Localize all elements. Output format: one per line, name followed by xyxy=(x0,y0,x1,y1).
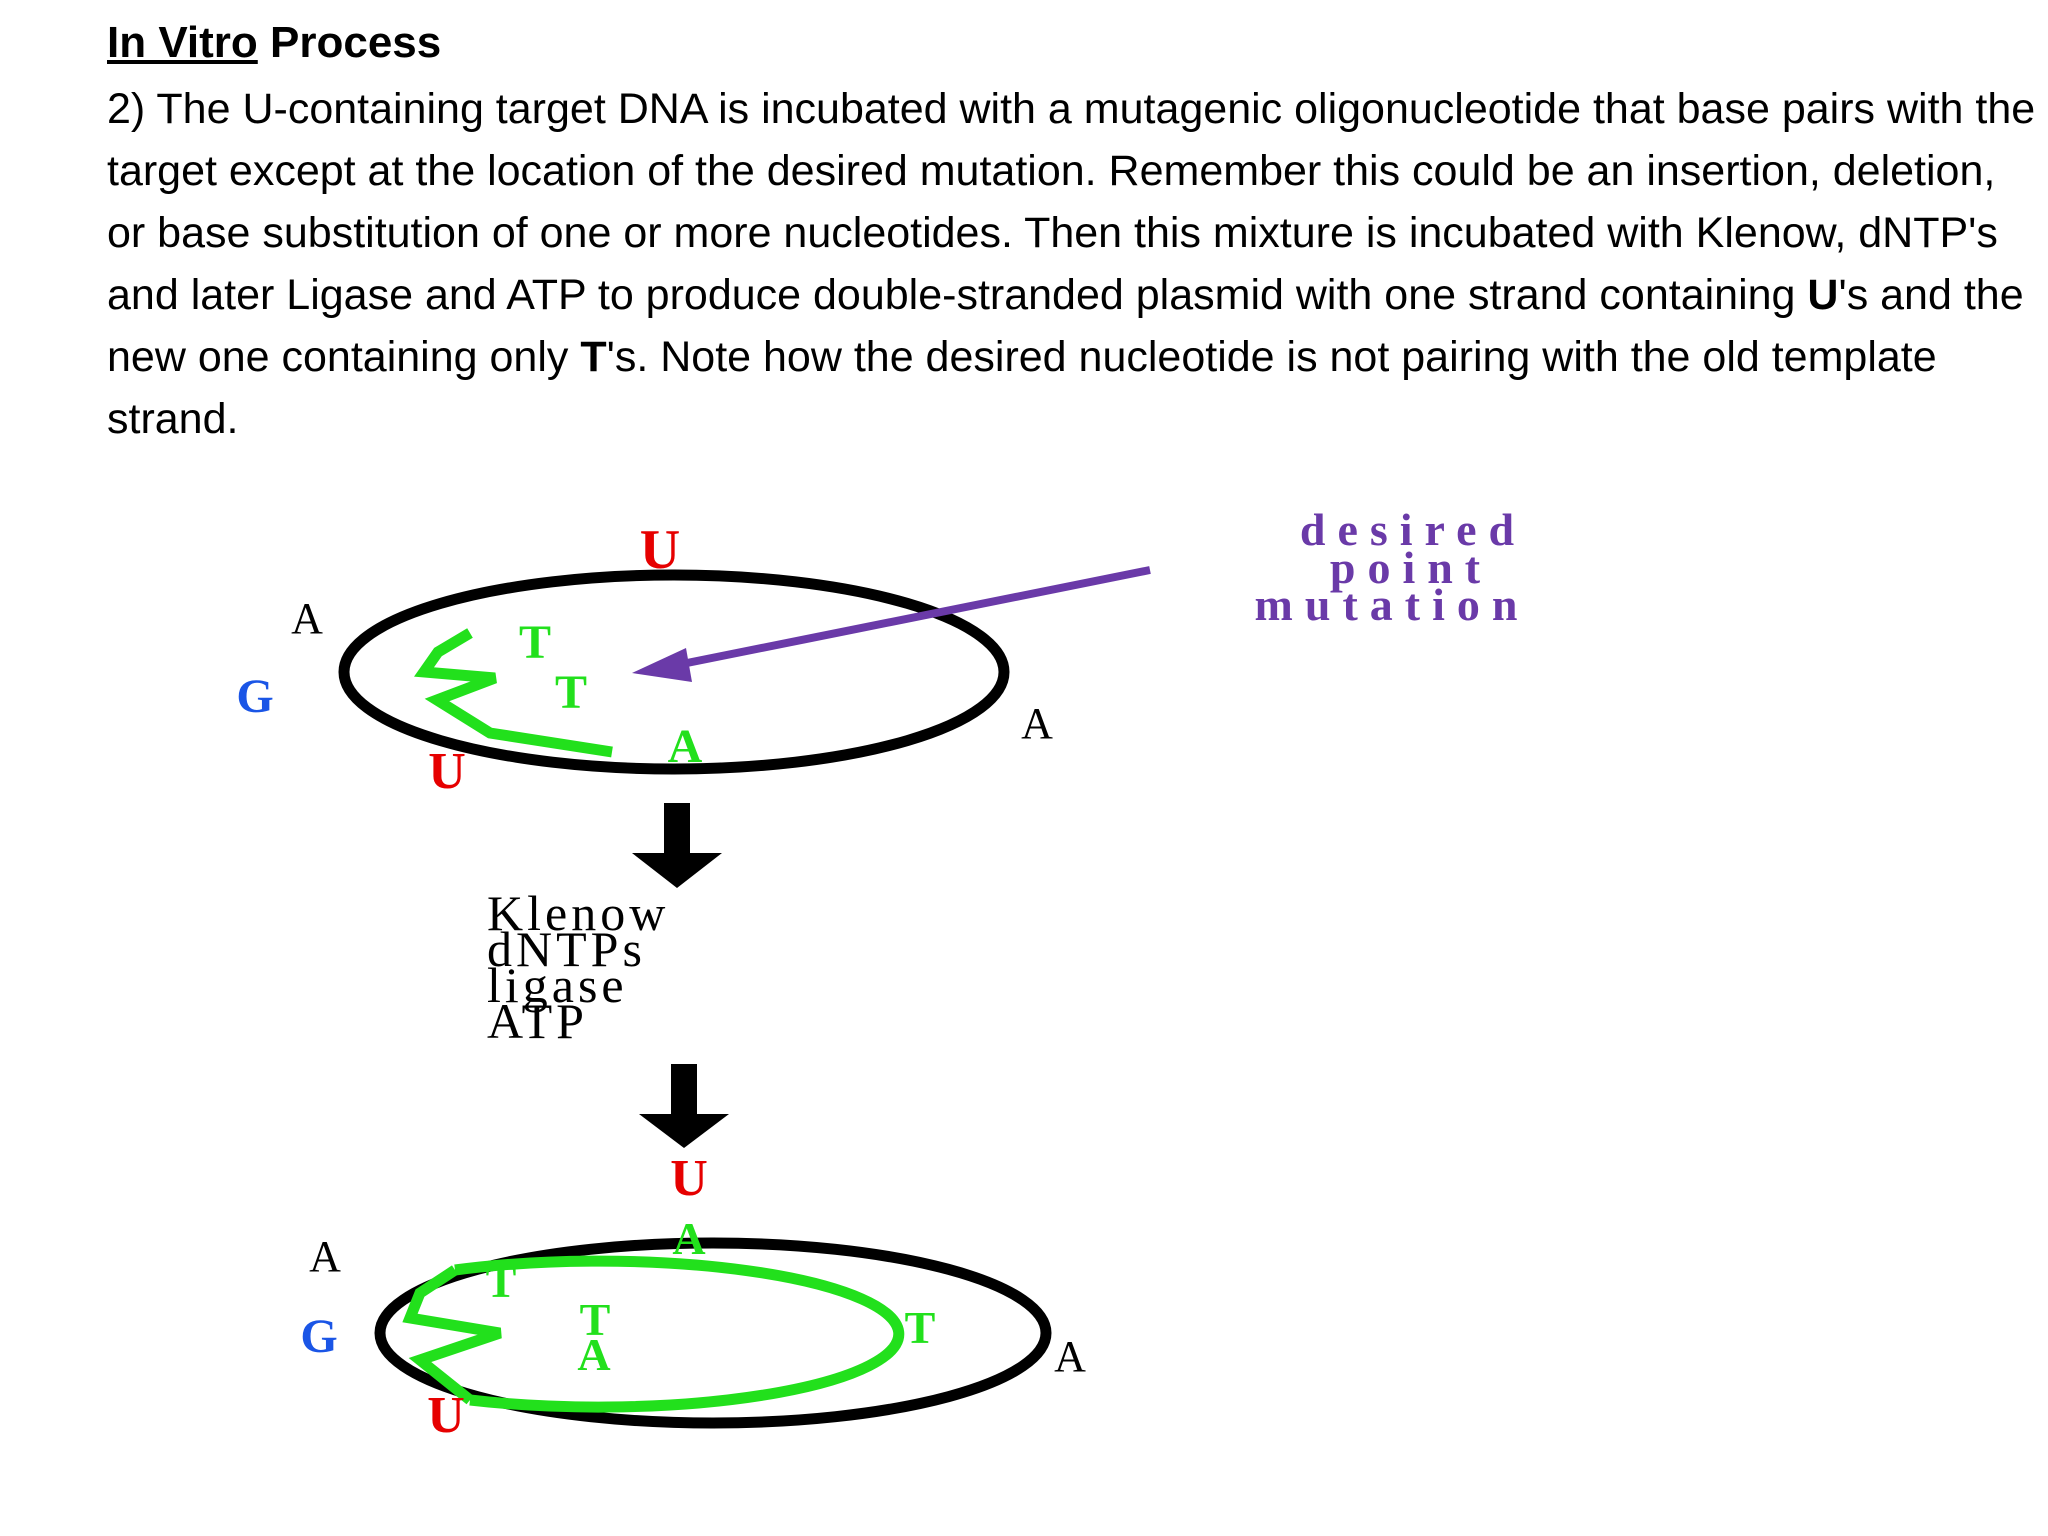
reagent-dntps: dNTPs xyxy=(487,921,646,977)
down-arrow-2 xyxy=(639,1064,729,1148)
top-label-a-right: A xyxy=(1021,699,1053,748)
top-label-u-bottom: U xyxy=(428,743,466,800)
top-label-g-left: G xyxy=(236,670,273,723)
top-plasmid-circle xyxy=(338,569,1010,775)
bottom-plasmid: U A A T G T A T A U xyxy=(300,1150,1086,1444)
top-label-t2: T xyxy=(555,666,587,719)
bottom-label-a-right: A xyxy=(1054,1332,1086,1381)
top-label-a-left: A xyxy=(291,594,323,643)
reagent-klenow: Klenow xyxy=(487,885,669,941)
annotation-line3: mutation xyxy=(1255,579,1530,630)
bottom-label-a-left: A xyxy=(309,1232,341,1281)
desc-seg3: 's. Note how the desired nucleotide is n… xyxy=(107,333,1937,443)
down-arrow-1 xyxy=(632,803,722,888)
bottom-label-t-right: T xyxy=(905,1302,936,1353)
bottom-green-strand xyxy=(454,1255,905,1413)
top-green-oligo xyxy=(414,628,613,758)
bottom-label-t1: T xyxy=(486,1256,517,1307)
mutation-arrow-head xyxy=(632,648,692,682)
bottom-label-u-top: U xyxy=(670,1150,708,1207)
desc-bold-u: U xyxy=(1807,271,1839,319)
reagent-list: Klenow dNTPs ligase ATP xyxy=(487,885,669,1049)
reagent-ligase: ligase xyxy=(487,957,628,1013)
annotation-line1: desired xyxy=(1300,504,1526,555)
top-label-a-inner: A xyxy=(668,720,703,773)
bottom-label-g-left: G xyxy=(300,1310,337,1363)
bottom-green-oligo xyxy=(402,1265,502,1405)
desc-seg1: 2) The U-containing target DNA is incuba… xyxy=(107,85,2036,319)
title-rest: Process xyxy=(270,18,442,67)
page-title: In Vitro Process xyxy=(107,18,441,68)
annotation-line2: point xyxy=(1330,542,1492,593)
description-paragraph: 2) The U-containing target DNA is incuba… xyxy=(107,78,2042,450)
reagent-atp: ATP xyxy=(487,993,588,1049)
title-underlined: In Vitro xyxy=(107,18,258,67)
mutation-annotation: desired point mutation xyxy=(1255,504,1530,630)
desc-seg2: 's and the new one containing only xyxy=(107,271,2024,381)
top-label-t1: T xyxy=(519,616,551,669)
mutation-arrow-line xyxy=(671,566,1151,670)
top-plasmid: U A G U A T T A xyxy=(236,519,1151,800)
bottom-plasmid-outer-circle xyxy=(374,1237,1052,1429)
top-label-u-top: U xyxy=(640,519,680,581)
bottom-label-t2: T xyxy=(580,1294,611,1345)
bottom-label-a-inner: A xyxy=(577,1329,610,1380)
bottom-label-u-bottom: U xyxy=(427,1387,465,1444)
bottom-label-a-inner-top: A xyxy=(672,1213,705,1264)
desc-bold-t: T xyxy=(580,333,607,381)
